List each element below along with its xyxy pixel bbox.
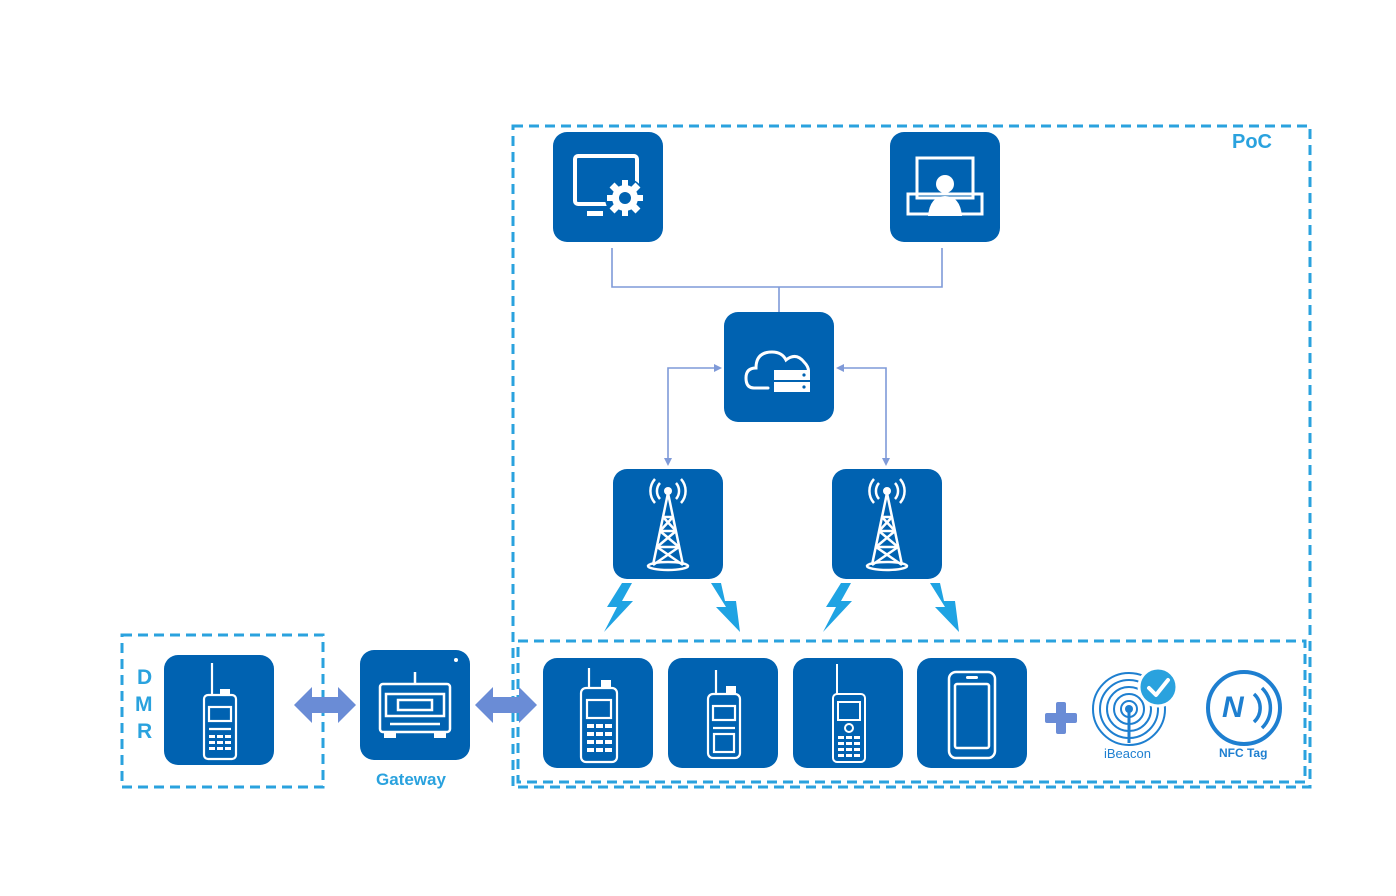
smartphone-icon xyxy=(947,670,997,760)
monitor-gear-icon xyxy=(573,154,645,218)
gateway-tile xyxy=(360,650,470,760)
walkie-talkie-icon xyxy=(706,670,742,760)
cloud-server-icon xyxy=(744,350,810,392)
radio-tower-icon xyxy=(646,478,690,572)
dmr-label-m: M xyxy=(135,693,153,716)
walkie-talkie-icon xyxy=(832,664,866,763)
gateway-label: Gateway xyxy=(376,770,446,789)
arrowhead xyxy=(714,364,722,372)
double-arrow-dmr-gateway xyxy=(294,687,356,723)
terminal-radio-tile-3 xyxy=(793,658,903,768)
dispatcher-tile xyxy=(890,132,1000,242)
dispatch-console-tile xyxy=(553,132,663,242)
nfc-mark: N xyxy=(1222,691,1244,724)
arrowhead xyxy=(882,458,890,466)
nfc-tag-label: NFC Tag xyxy=(1219,746,1268,760)
plus-icon xyxy=(1045,702,1077,734)
connector-cloud-tower-right xyxy=(838,367,887,462)
radio-tower-icon xyxy=(865,478,909,572)
walkie-talkie-icon xyxy=(579,668,619,764)
nfc-tag-icon xyxy=(1206,670,1282,746)
poc-group-border xyxy=(511,124,1312,789)
gateway-device-icon xyxy=(378,658,458,738)
dmr-label-d: D xyxy=(137,666,153,689)
dispatcher-monitor-icon xyxy=(906,156,984,216)
base-station-tile-left xyxy=(613,469,723,579)
arrowhead xyxy=(836,364,844,372)
connector-console-to-cloud xyxy=(611,248,943,288)
ibeacon-label: iBeacon xyxy=(1104,746,1151,761)
terminal-radio-tile-2 xyxy=(668,658,778,768)
ibeacon-icon xyxy=(1092,666,1179,746)
connector-cloud-tower-left xyxy=(667,367,720,462)
cloud-server-tile xyxy=(724,312,834,422)
double-arrow-gateway-terminals xyxy=(475,687,537,723)
lightning-icon xyxy=(604,583,959,632)
dmr-label-r: R xyxy=(137,720,153,743)
walkie-talkie-icon xyxy=(202,663,238,761)
arrowhead xyxy=(664,458,672,466)
dmr-radio-tile xyxy=(164,655,274,765)
poc-label: PoC xyxy=(1232,131,1272,153)
base-station-tile-right xyxy=(832,469,942,579)
terminal-phone-tile xyxy=(917,658,1027,768)
terminal-radio-tile-1 xyxy=(543,658,653,768)
